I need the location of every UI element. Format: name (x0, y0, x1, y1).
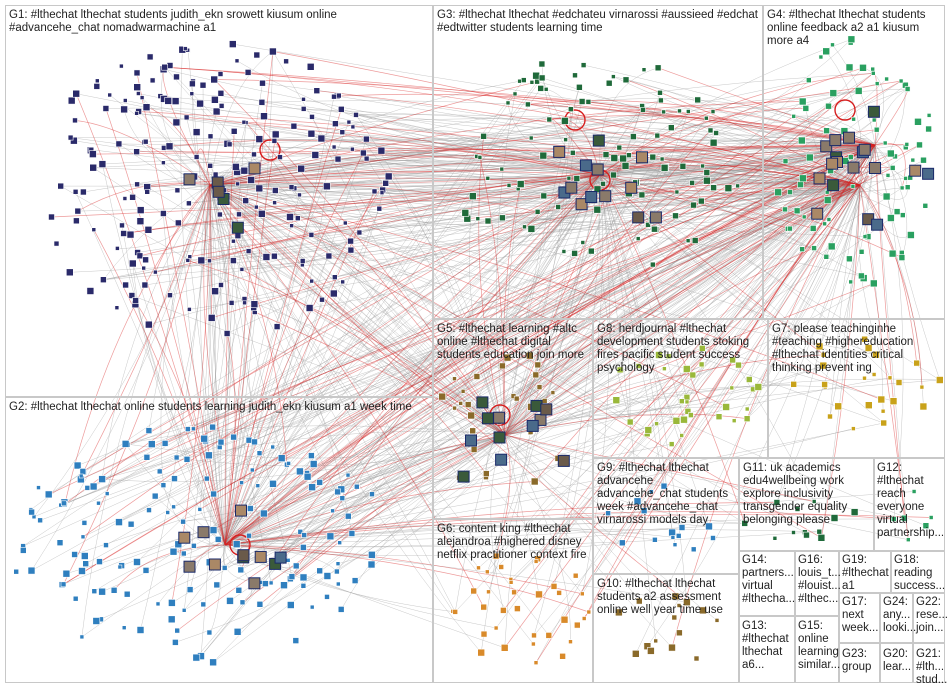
group-label-g13: G13: #lthechat lthechat a6... (742, 620, 794, 672)
group-box-g1 (5, 5, 433, 397)
group-box-g4 (763, 5, 945, 319)
group-label-g16: G16: louis_t... #louist... #lthec... (798, 554, 838, 606)
group-label-g20: G20: lear... (883, 648, 913, 674)
group-label-g1: G1: #lthechat lthechat students judith_e… (9, 9, 429, 35)
group-label-g6: G6: content king #lthechat alejandroa #h… (437, 523, 592, 562)
group-label-g21: G21: #lth... stud... (916, 648, 945, 687)
group-label-g19: G19: #lthechat a1 (842, 554, 890, 593)
group-label-g5: G5: #lthechat learning #altc online #lth… (437, 323, 591, 362)
group-label-g15: G15: online learning similar... (798, 620, 838, 672)
group-label-g9: G9: #lthechat lthechat advancehe advance… (597, 462, 737, 527)
group-label-g12: G12: #lthechat reach everyone virtual pa… (877, 462, 944, 540)
group-label-g23: G23: group (842, 648, 879, 674)
group-box-g3 (433, 5, 763, 319)
group-label-g24: G24: any... looki... (883, 596, 913, 635)
group-label-g11: G11: uk academics edu4wellbeing work exp… (743, 462, 873, 527)
group-label-g22: G22: rese... join... (916, 596, 945, 635)
group-label-g14: G14: partners... virtual #lthecha... (742, 554, 794, 606)
group-label-g18: G18: reading success... (894, 554, 944, 593)
group-label-g8: G8: herdjournal #lthechat development st… (597, 323, 765, 375)
group-label-g3: G3: #lthechat lthechat #edchateu virnaro… (437, 9, 759, 35)
group-box-g2 (5, 397, 433, 683)
group-label-g2: G2: #lthechat lthechat online students l… (9, 401, 429, 414)
group-label-g7: G7: please teachinginhe #teaching #highe… (772, 323, 942, 375)
group-label-g17: G17: next week... (842, 596, 879, 635)
group-label-g10: G10: #lthechat lthechat students a2 asse… (597, 578, 737, 617)
group-label-g4: G4: #lthechat lthechat students online f… (767, 9, 942, 48)
